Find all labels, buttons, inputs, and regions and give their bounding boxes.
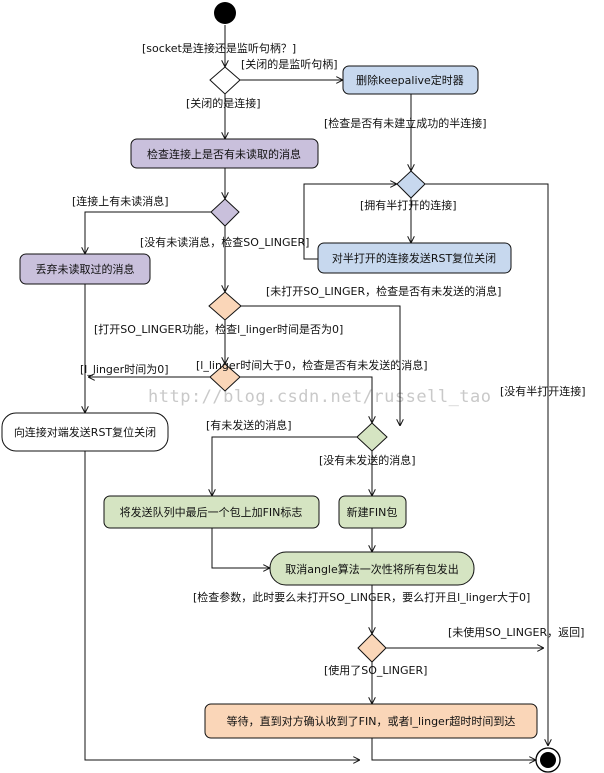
edge-add-fin-to-cancel-nagle [211, 528, 270, 568]
flow-edges [85, 25, 548, 760]
node-rst-half: 对半打开的连接发送RST复位关闭 [317, 242, 512, 274]
guard-has-half: [拥有半打开的连接] [360, 198, 457, 212]
decision-solinger [208, 291, 242, 321]
node-wait-fin: 等待，直到对方确认收到了FIN，或者l_linger超时时间到达 [204, 703, 538, 739]
node-add-fin-label: 将发送队列中最后一个包上加FIN标志 [120, 505, 303, 519]
guard-linger-gt0: [l_linger时间大于0，检查是否有未发送的消息] [196, 358, 428, 372]
edge-linger-gt0-to-unsent-decision [240, 376, 372, 423]
node-cancel-nagle: 取消angle算法一次性将所有包发出 [269, 551, 475, 586]
node-discard-unread-label: 丢弃未读取过的消息 [36, 262, 135, 276]
node-check-unread-label: 检查连接上是否有未读取的消息 [147, 147, 301, 161]
guard-closed-conn: [关闭的是连接] [186, 96, 261, 110]
decision-unread [210, 198, 240, 227]
decision-params [357, 633, 387, 663]
decision-unsent [356, 422, 388, 452]
guard-has-unsent: [有未发送的消息] [206, 418, 292, 432]
guard-check-params: [检查参数，此时要么未打开SO_LINGER，要么打开且l_linger大于0] [193, 590, 530, 604]
guard-closed-listen: [关闭的是监听句柄] [241, 57, 338, 71]
node-discard-unread: 丢弃未读取过的消息 [19, 253, 151, 285]
edge-rst-half-loop [303, 184, 397, 260]
decision-socket-type [209, 66, 241, 95]
guard-solinger-on: [打开SO_LINGER功能，检查l_linger时间是否为0] [94, 322, 343, 336]
edge-send-rst-peer-to-end [84, 451, 360, 760]
edge-to-add-fin [212, 436, 357, 496]
watermark: http://blog.csdn.net/russell_tao [148, 387, 492, 407]
guard-labels: [socket是连接还是监听句柄？] [关闭的是监听句柄] [关闭的是连接] [… [72, 42, 586, 677]
guard-no-unsent: [没有未发送的消息] [319, 453, 416, 467]
node-new-fin: 新建FIN包 [338, 495, 407, 529]
edge-wait-fin-to-end [371, 738, 536, 760]
node-wait-fin-label: 等待，直到对方确认收到了FIN，或者l_linger超时时间到达 [227, 714, 516, 728]
node-send-rst-peer: 向连接对端发送RST复位关闭 [1, 412, 169, 452]
node-delete-timer: 删除keepalive定时器 [342, 65, 479, 95]
guard-no-solinger: [未打开SO_LINGER，检查是否有未发送的消息] [266, 284, 501, 298]
guard-socket-type: [socket是连接还是监听句柄？] [142, 42, 296, 55]
end-node-inner [540, 752, 556, 768]
edge-no-solinger-to-unsent-decision [241, 305, 400, 426]
edge-no-half-to-end [425, 183, 548, 746]
guard-used: [使用了SO_LINGER] [324, 664, 427, 677]
node-cancel-nagle-label: 取消angle算法一次性将所有包发出 [285, 562, 459, 576]
start-node [214, 2, 236, 24]
node-add-fin: 将发送队列中最后一个包上加FIN标志 [103, 495, 320, 529]
node-check-unread: 检查连接上是否有未读取的消息 [130, 138, 319, 169]
node-delete-timer-label: 删除keepalive定时器 [356, 73, 464, 87]
node-send-rst-peer-label: 向连接对端发送RST复位关闭 [14, 425, 156, 439]
decision-half-connection [396, 170, 426, 199]
guard-has-unread: [连接上有未读消息] [72, 194, 169, 208]
edge-to-discard-unread [85, 211, 211, 254]
node-rst-half-label: 对半打开的连接发送RST复位关闭 [332, 251, 496, 265]
node-new-fin-label: 新建FIN包 [347, 505, 398, 519]
guard-check-half: [检查是否有未建立成功的半连接] [324, 116, 487, 130]
decision-linger-time [209, 363, 241, 392]
guard-linger-zero: [l_linger时间为0] [80, 363, 169, 376]
guard-no-unread: [没有未读消息，检查SO_LINGER] [140, 235, 309, 249]
guard-no-half: [没有半打开连接] [500, 384, 586, 398]
guard-not-used: [未使用SO_LINGER，返回] [448, 626, 584, 639]
